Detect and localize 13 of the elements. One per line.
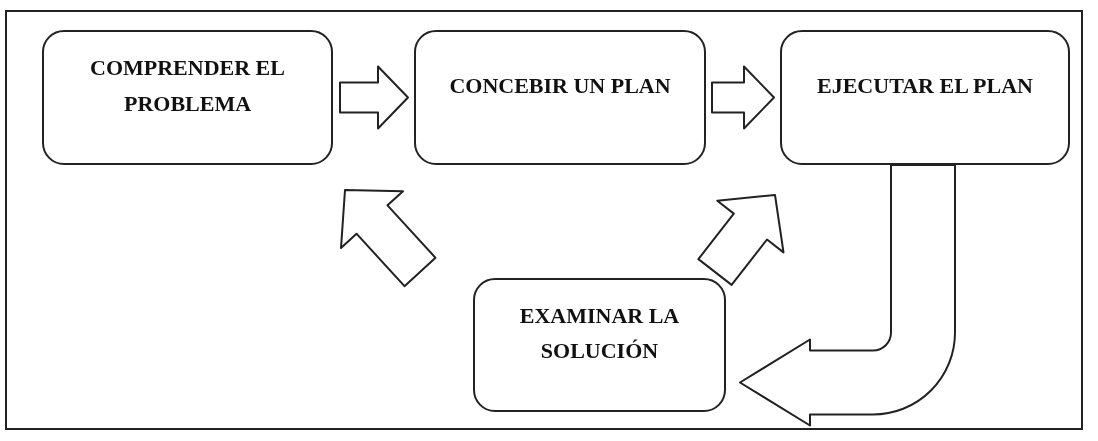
block-arrow (340, 189, 437, 288)
process-box (414, 30, 706, 165)
box-label: EJECUTAR EL PLAN (817, 71, 1033, 100)
box-label: CONCEBIR UN PLAN (449, 71, 671, 100)
process-box (42, 30, 333, 165)
block-arrow (739, 164, 956, 427)
process-box (473, 278, 726, 412)
block-arrow (711, 65, 775, 130)
block-arrow (697, 194, 785, 286)
box-label: COMPRENDER EL PROBLEMA (89, 54, 286, 118)
box-label: EXAMINAR LA SOLUCIÓN (518, 301, 681, 365)
process-box (780, 30, 1070, 165)
block-arrow (339, 65, 409, 130)
